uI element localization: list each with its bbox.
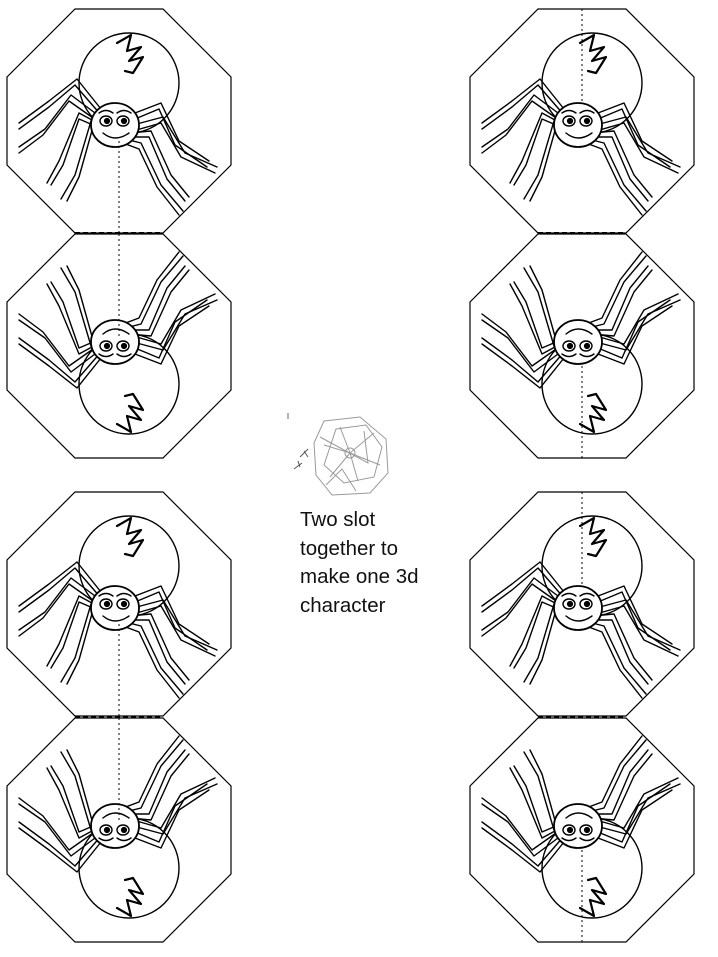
card-right-lower-top bbox=[469, 491, 695, 717]
card-left-lower-top bbox=[6, 491, 232, 717]
card-left-lower-bottom bbox=[6, 717, 232, 943]
card-right-upper-top bbox=[469, 8, 695, 234]
assembled-spider-preview-icon bbox=[287, 413, 389, 496]
card-right-upper-bottom bbox=[469, 233, 695, 459]
card-left-upper-top bbox=[6, 8, 232, 234]
card-right-lower-bottom bbox=[469, 717, 695, 943]
instruction-caption: Two slot together to make one 3d charact… bbox=[300, 508, 419, 617]
card-left-upper-bottom bbox=[6, 233, 232, 459]
